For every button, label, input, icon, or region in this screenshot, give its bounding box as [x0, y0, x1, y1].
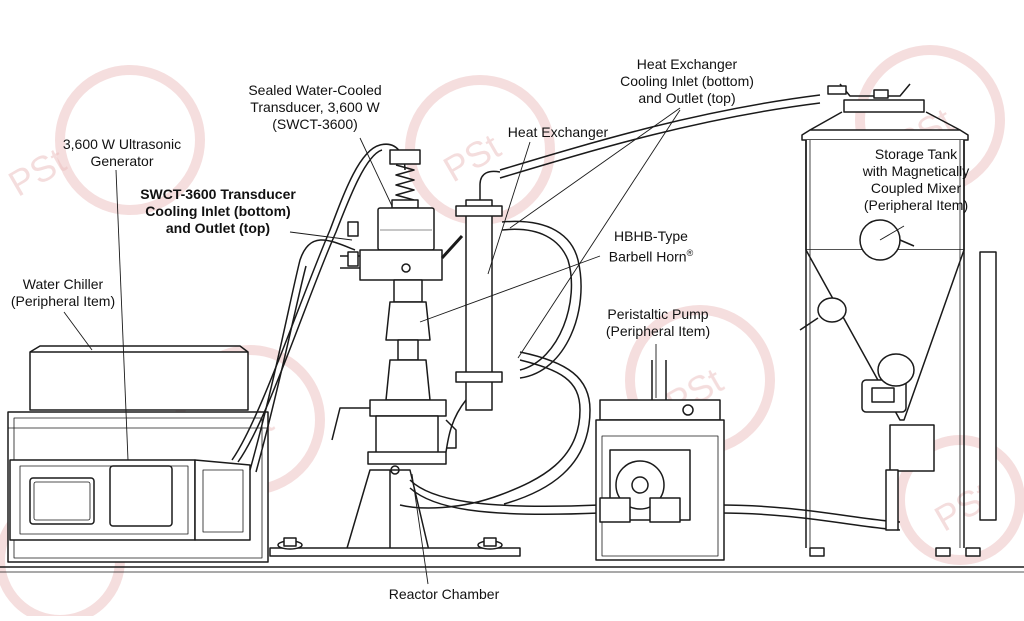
cables	[231, 143, 406, 473]
floor-line	[0, 566, 1024, 573]
horn-label: HBHB-Type Barbell Horn®	[608, 228, 694, 265]
heat-exchanger	[445, 170, 503, 453]
pump-label: Peristaltic Pump (Peripheral Item)	[605, 306, 711, 339]
storage-tank-label: Storage Tank with Magnetically Coupled M…	[862, 146, 970, 213]
sealed-transducer-label: Sealed Water-Cooled Transducer, 3,600 W …	[248, 82, 382, 132]
reactor-label: Reactor Chamber	[388, 586, 500, 602]
transducer	[340, 149, 464, 281]
storage-tank	[799, 83, 997, 557]
reactor-stand	[269, 469, 521, 557]
heat-exchanger-label: Heat Exchanger	[507, 124, 609, 140]
reactor-chamber	[331, 399, 457, 475]
water-chiller-label: Water Chiller (Peripheral Item)	[10, 276, 116, 309]
barbell-horn	[385, 279, 431, 401]
hx-cooling-label: Heat Exchanger Cooling Inlet (bottom) an…	[620, 56, 754, 106]
transducer-cooling-label: SWCT-3600 Transducer Cooling Inlet (bott…	[140, 186, 296, 236]
ultrasonic-generator	[9, 459, 251, 541]
peristaltic-pump	[595, 360, 725, 561]
leader-lines	[63, 107, 905, 585]
